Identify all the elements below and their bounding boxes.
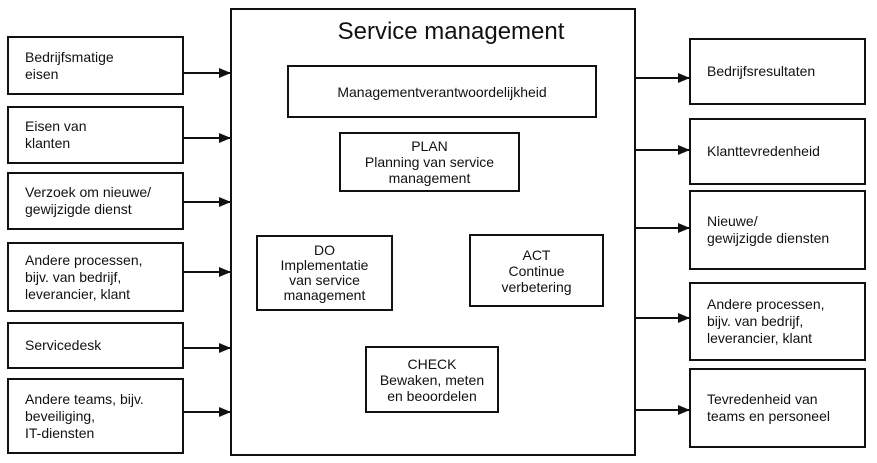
diagram-title: Service management — [337, 18, 565, 45]
input-box-other-teams: Andere teams, bijv. beveiliging, IT-dien… — [7, 378, 184, 454]
check-box: CHECK Bewaken, meten en beoordelen — [365, 346, 499, 413]
output-box-team-satisfaction: Tevredenheid van teams en personeel — [689, 368, 866, 448]
do-box: DO Implementatie van service management — [256, 235, 393, 311]
input-box-new-service-request: Verzoek om nieuwe/ gewijzigde dienst — [7, 172, 184, 230]
input-box-business-requirements: Bedrijfsmatige eisen — [7, 36, 184, 95]
output-box-customer-satisfaction: Klanttevredenheid — [689, 118, 866, 185]
output-box-business-results: Bedrijfsresultaten — [689, 38, 866, 105]
management-responsibility-box: Managementverantwoordelijkheid — [287, 65, 597, 118]
act-box: ACT Continue verbetering — [469, 234, 604, 307]
input-box-servicedesk: Servicedesk — [7, 322, 184, 369]
input-box-other-processes: Andere processen, bijv. van bedrijf, lev… — [7, 242, 184, 312]
plan-box: PLAN Planning van service management — [339, 132, 520, 192]
input-box-customer-requirements: Eisen van klanten — [7, 106, 184, 164]
output-box-new-services: Nieuwe/ gewijzigde diensten — [689, 190, 866, 270]
output-box-other-processes: Andere processen, bijv. van bedrijf, lev… — [689, 282, 866, 361]
